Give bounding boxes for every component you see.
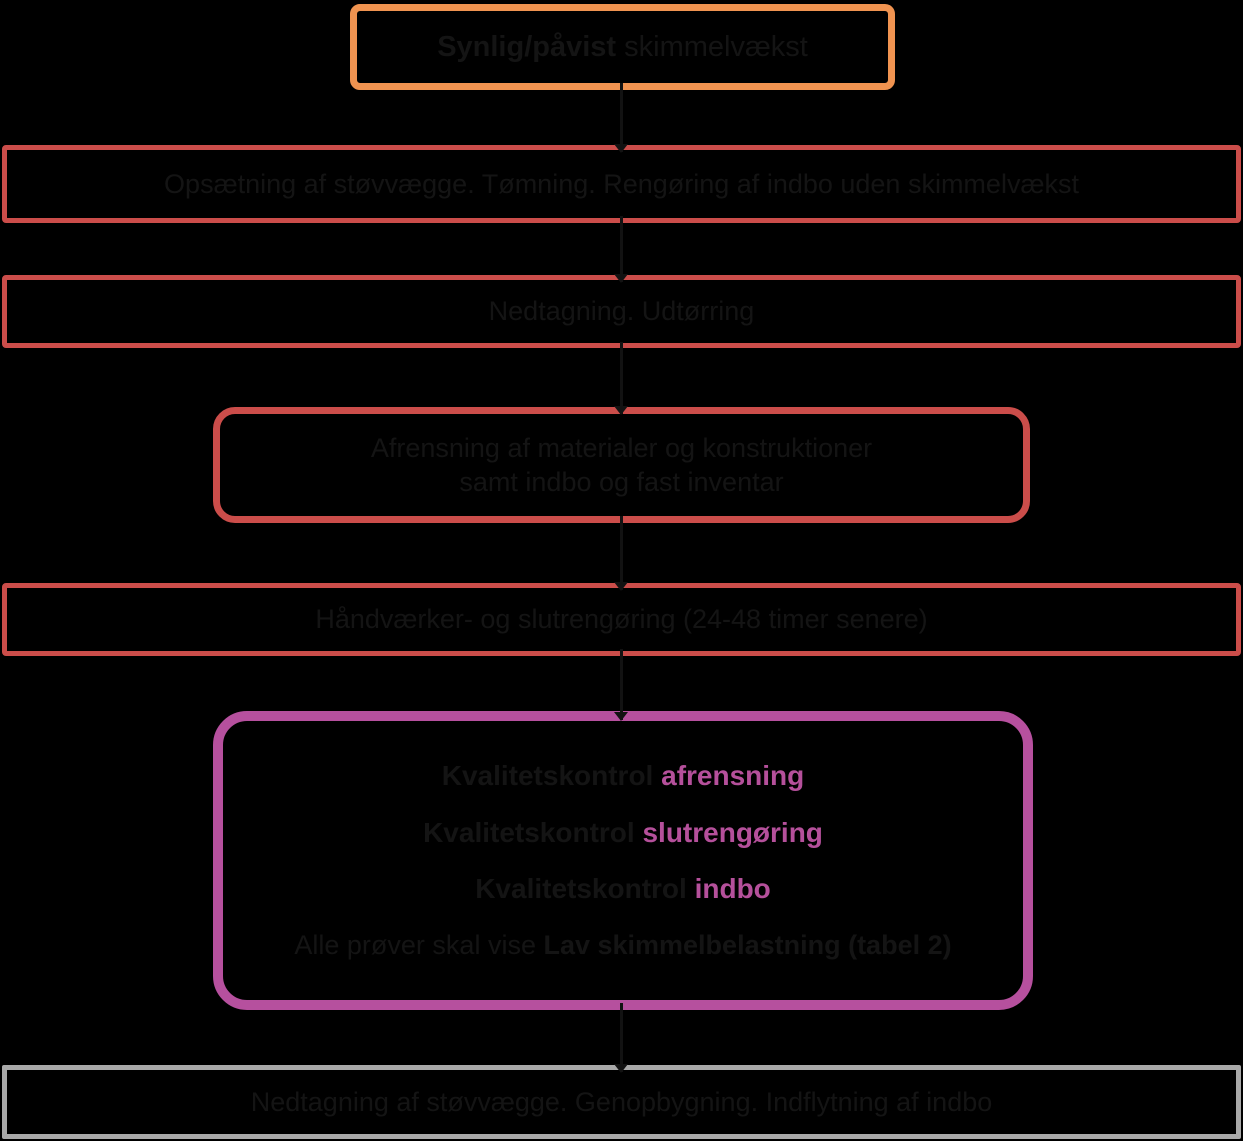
quality-row-afrensning-prefix: Kvalitetskontrol	[441, 759, 662, 791]
arrow-down-icon	[614, 582, 628, 591]
connector-5	[608, 649, 634, 721]
quality-control-box: Kvalitetskontrol afrensning Kvalitetskon…	[213, 711, 1033, 1010]
connector-4	[608, 516, 634, 591]
quality-row-slutrengoring-prefix: Kvalitetskontrol	[423, 816, 643, 848]
arrow-down-icon	[614, 712, 628, 721]
connector-3-line	[619, 342, 623, 414]
connector-2	[608, 216, 634, 283]
start-box-label-rest: skimmelvækst	[616, 30, 808, 63]
final-box: Nedtagning af støvvægge. Genopbygning. I…	[2, 1065, 1241, 1139]
quality-requirement: Alle prøver skal vise Lav skimmelbelastn…	[294, 930, 951, 961]
quality-row-indbo-keyword: indbo	[694, 873, 771, 905]
connector-2-line	[619, 216, 623, 282]
step-box-removal-drying: Nedtagning. Udtørring	[2, 275, 1241, 348]
quality-row-afrensning-keyword: afrensning	[661, 759, 805, 791]
step-box-cleaning-materials-line2: samt indbo og fast inventar	[459, 467, 784, 497]
start-box-label: Synlig/påvist skimmelvækst	[437, 31, 808, 64]
arrow-down-icon	[614, 1064, 628, 1073]
arrow-down-icon	[614, 406, 628, 415]
step-box-dust-walls: Opsætning af støvvægge. Tømning. Rengøri…	[2, 145, 1241, 223]
step-box-final-cleaning-label: Håndværker- og slutrengøring (24-48 time…	[315, 604, 928, 634]
connector-1	[608, 83, 634, 153]
quality-row-slutrengoring: Kvalitetskontrol slutrengøring	[423, 817, 823, 849]
connector-6-line	[619, 1003, 623, 1072]
step-box-cleaning-materials-line1: Afrensning af materialer og konstruktion…	[370, 433, 873, 463]
arrow-down-icon	[614, 144, 628, 153]
quality-row-indbo: Kvalitetskontrol indbo	[475, 873, 771, 905]
step-box-removal-drying-label: Nedtagning. Udtørring	[488, 296, 755, 326]
step-box-final-cleaning: Håndværker- og slutrengøring (24-48 time…	[2, 583, 1241, 656]
final-box-label: Nedtagning af støvvægge. Genopbygning. I…	[250, 1086, 993, 1117]
quality-row-indbo-prefix: Kvalitetskontrol	[475, 873, 695, 905]
connector-3	[608, 342, 634, 415]
connector-1-line	[619, 83, 623, 152]
connector-6	[608, 1003, 634, 1073]
step-box-cleaning-materials: Afrensning af materialer og konstruktion…	[213, 407, 1030, 523]
step-box-dust-walls-label: Opsætning af støvvægge. Tømning. Rengøri…	[164, 168, 1079, 199]
quality-row-slutrengoring-keyword: slutrengøring	[642, 816, 823, 848]
arrow-down-icon	[614, 274, 628, 283]
start-box-label-bold: Synlig/påvist	[437, 30, 617, 63]
quality-row-afrensning: Kvalitetskontrol afrensning	[442, 760, 805, 792]
quality-requirement-prefix: Alle prøver skal vise	[294, 930, 544, 961]
quality-requirement-bold: Lav skimmelbelastning (tabel 2)	[543, 930, 952, 961]
start-box: Synlig/påvist skimmelvækst	[350, 4, 895, 90]
connector-4-line	[619, 516, 623, 590]
connector-5-line	[619, 649, 623, 720]
